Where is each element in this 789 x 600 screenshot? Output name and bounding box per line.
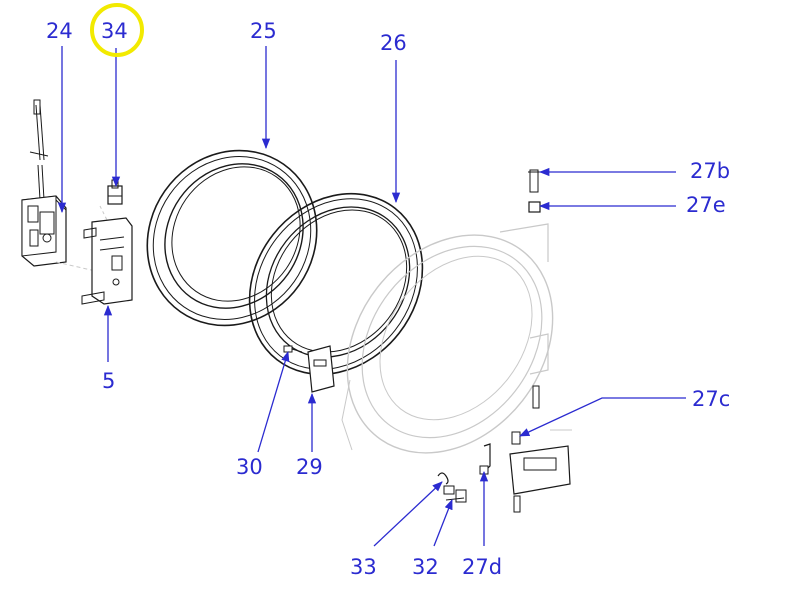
callout-25: 25	[250, 19, 277, 43]
part-27e-bushing	[528, 201, 541, 213]
callout-33: 33	[350, 555, 377, 579]
callout-labels: 24 34 25 26 27b 27e 27c 5 30 29 33 32 27…	[46, 19, 730, 579]
part-27b-pin	[528, 169, 540, 193]
leader-32	[433, 499, 453, 547]
part-5-bracket	[81, 217, 133, 305]
part-27c-hinge	[509, 385, 572, 513]
part-26-inner-ring	[248, 192, 424, 376]
leader-33	[373, 481, 443, 547]
leader-27c	[519, 397, 686, 437]
leader-30	[257, 351, 290, 453]
callout-27b: 27b	[690, 159, 730, 183]
callout-5: 5	[102, 369, 115, 393]
part-27d-rod	[479, 443, 491, 475]
callout-27d: 27d	[462, 555, 502, 579]
part-24-lock-assembly	[21, 99, 101, 273]
part-25-gasket-ring	[146, 149, 318, 327]
part-34-switch	[99, 179, 123, 223]
callout-27e: 27e	[686, 193, 726, 217]
door-frame	[341, 223, 554, 454]
callout-24: 24	[46, 19, 73, 43]
leader-lines	[57, 46, 686, 547]
callout-30: 30	[236, 455, 263, 479]
part-30-screw	[283, 345, 303, 353]
callout-26: 26	[380, 31, 407, 55]
highlight-circle-34	[90, 3, 144, 57]
callout-34: 34	[101, 19, 128, 43]
part-29-latch-plate	[307, 345, 335, 393]
part-33-spring	[437, 472, 449, 485]
callout-29: 29	[296, 455, 323, 479]
callout-27c: 27c	[692, 387, 730, 411]
callout-32: 32	[412, 555, 439, 579]
part-32-clip	[443, 485, 467, 503]
